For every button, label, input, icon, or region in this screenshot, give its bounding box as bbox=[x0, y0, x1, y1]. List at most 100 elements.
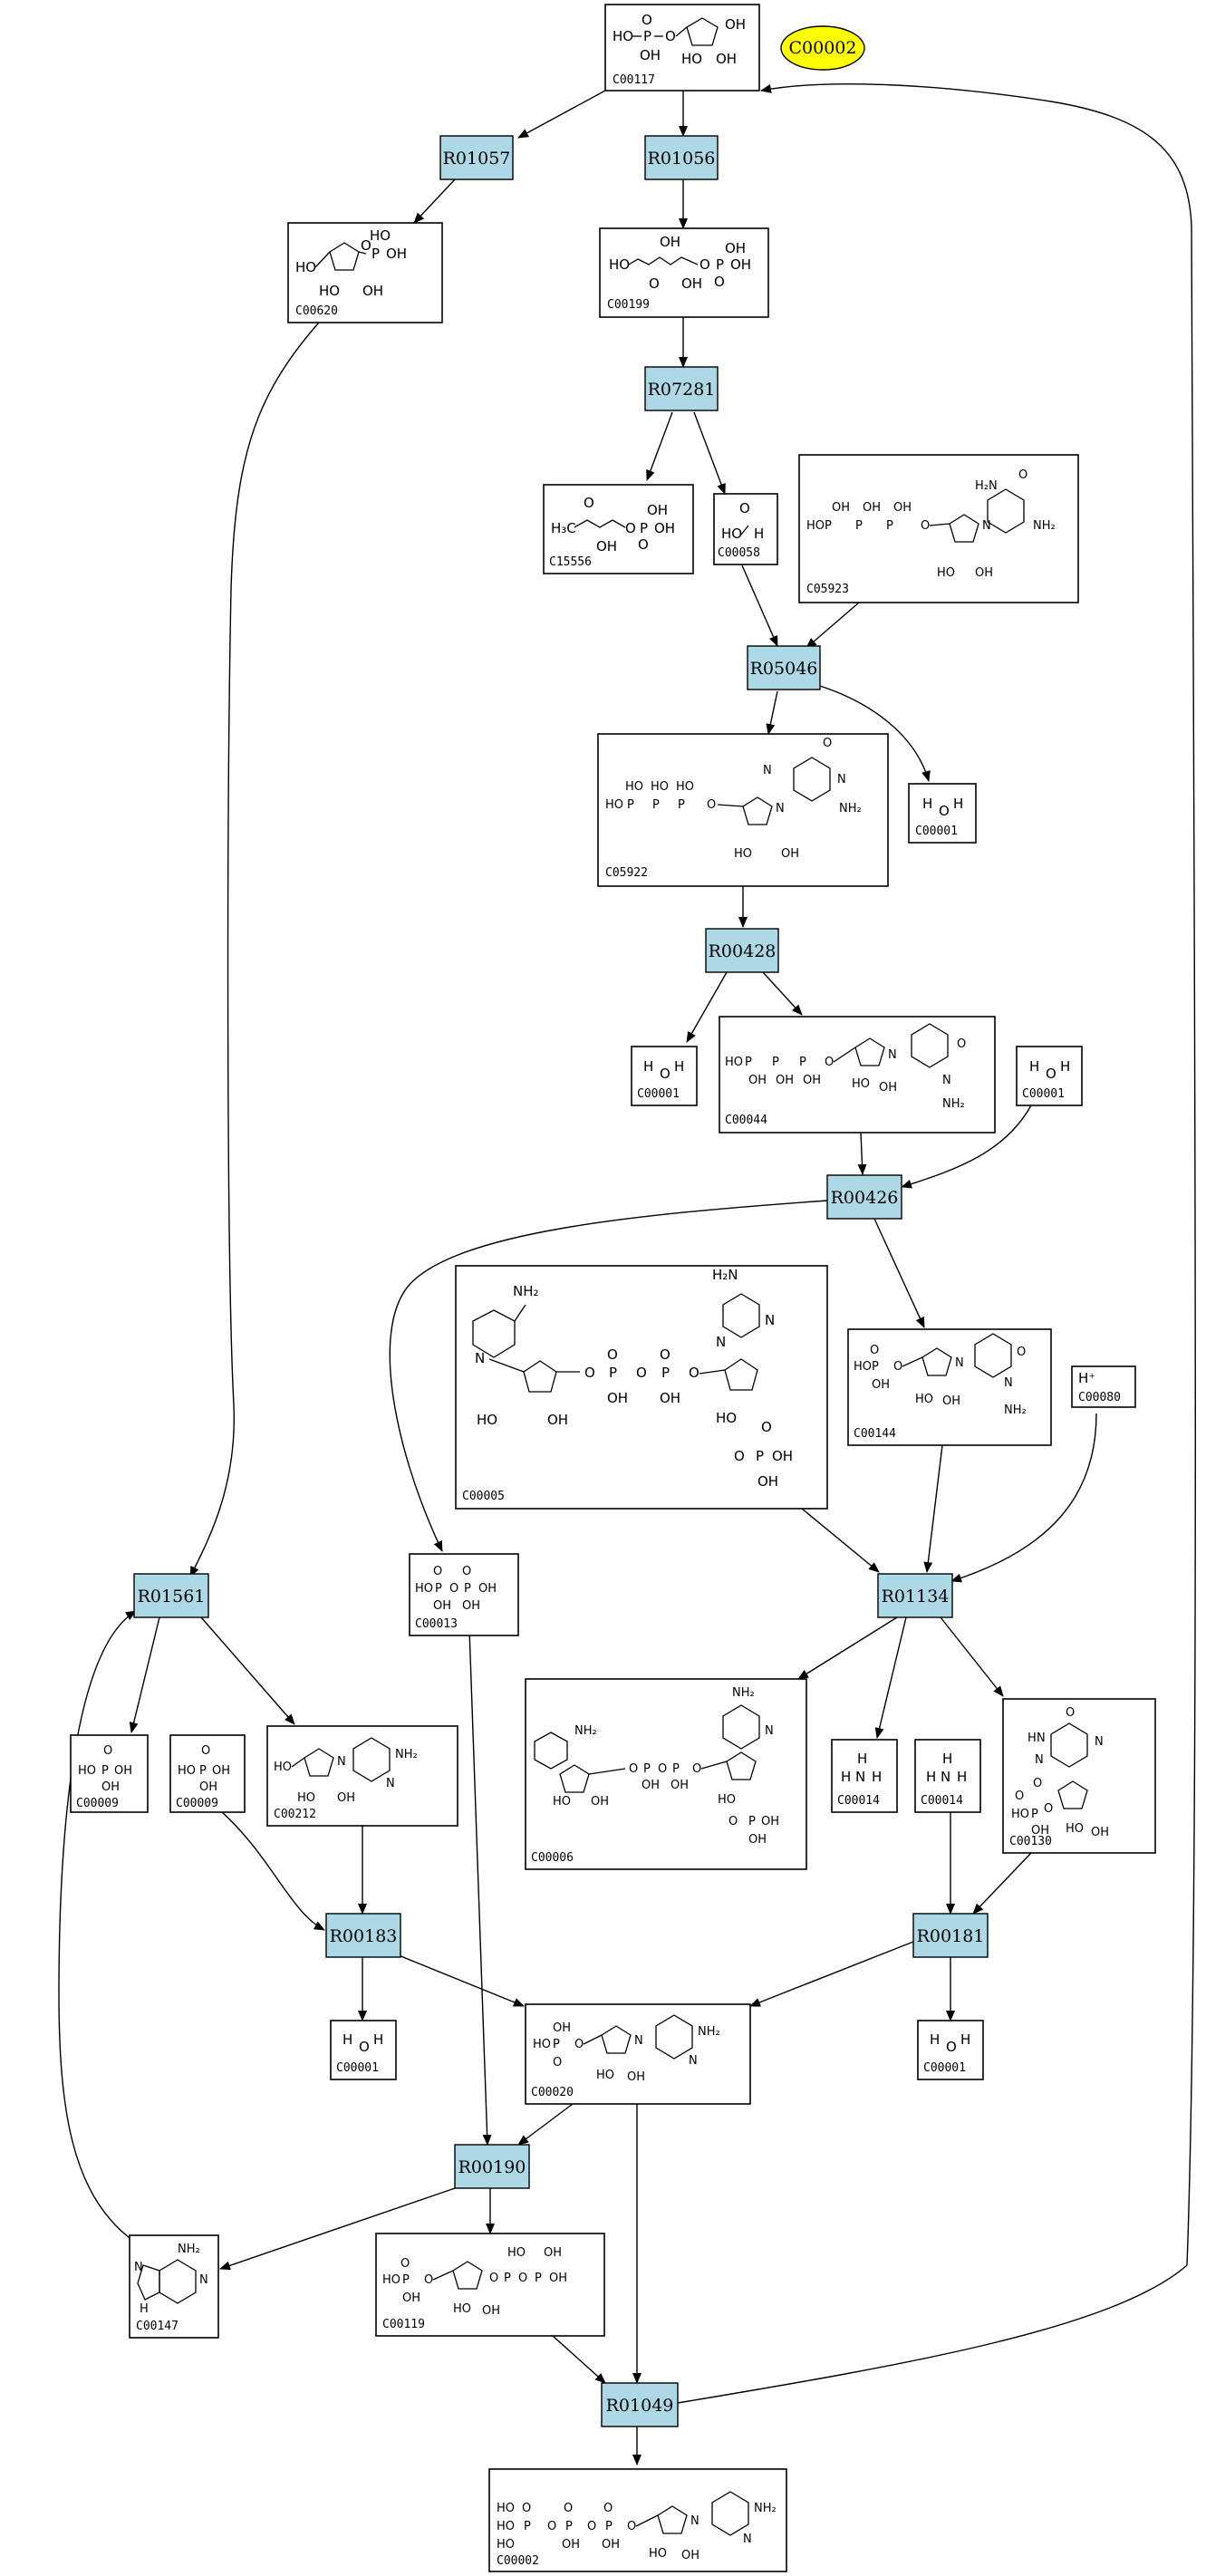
svg-text:OH: OH bbox=[832, 501, 850, 515]
reaction-R01049[interactable]: R01049 bbox=[601, 2382, 679, 2427]
reaction-R01056[interactable]: R01056 bbox=[644, 135, 719, 180]
reaction-R01561[interactable]: R01561 bbox=[133, 1573, 209, 1618]
svg-text:P: P bbox=[772, 1056, 779, 1069]
svg-text:P: P bbox=[1031, 1808, 1038, 1821]
svg-text:P: P bbox=[199, 1764, 207, 1778]
compound-C00001[interactable]: H O H C00001 bbox=[908, 783, 977, 844]
compound-C00006[interactable]: NH₂ O P O P OH OH O NH₂ N HO OH HO P O O… bbox=[525, 1678, 807, 1870]
compound-C00044[interactable]: HO P OH P OH P OH O N O N NH₂ HO OH C000… bbox=[719, 1016, 996, 1134]
compound-C00119[interactable]: HO P O OH O O P HO O P OH OH HO OH C0011… bbox=[375, 2233, 605, 2337]
svg-text:OH: OH bbox=[482, 2304, 500, 2318]
svg-text:C00001: C00001 bbox=[1022, 1087, 1065, 1101]
svg-text:C00144: C00144 bbox=[854, 1427, 896, 1441]
svg-text:O: O bbox=[449, 1582, 458, 1596]
svg-text:H: H bbox=[373, 2031, 383, 2048]
compound-C00058[interactable]: O HO H C00058 bbox=[713, 493, 778, 565]
reaction-R00426[interactable]: R00426 bbox=[826, 1174, 902, 1220]
svg-text:O: O bbox=[739, 500, 750, 516]
compound-C00001[interactable]: H O H C00001 bbox=[917, 2020, 984, 2080]
compound-C00199[interactable]: HO O OH OH O P OH OH O C00199 bbox=[599, 227, 769, 318]
svg-text:O: O bbox=[1015, 1790, 1024, 1803]
compound-C00001[interactable]: H O H C00001 bbox=[631, 1046, 698, 1106]
svg-text:HO: HO bbox=[319, 283, 340, 299]
compound-C00144[interactable]: HO P O OH O N O N NH₂ HO OH C00144 bbox=[847, 1328, 1052, 1446]
title-badge[interactable]: C00002 bbox=[780, 25, 865, 71]
compound-C00020[interactable]: HO P OH O O N NH₂ N HO OH C00020 bbox=[525, 2003, 751, 2105]
svg-text:N: N bbox=[716, 1334, 726, 1350]
svg-text:NH₂: NH₂ bbox=[754, 2502, 777, 2515]
svg-text:O: O bbox=[870, 1344, 879, 1357]
edge bbox=[940, 1616, 1004, 1697]
compound-C00117[interactable]: HO P O OH O OH HO OH C00117 bbox=[604, 4, 760, 92]
compound-C00005[interactable]: NH₂ N O P O OH O P O OH O H₂N N N HO OH … bbox=[455, 1265, 828, 1510]
svg-text:P: P bbox=[872, 1360, 879, 1374]
svg-text:OH: OH bbox=[725, 16, 746, 33]
svg-text:OH: OH bbox=[781, 847, 799, 861]
svg-text:P: P bbox=[371, 246, 380, 262]
svg-text:O: O bbox=[728, 1815, 738, 1828]
compound-C00080[interactable]: H⁺ C00080 bbox=[1071, 1365, 1136, 1408]
svg-text:O: O bbox=[734, 1448, 745, 1464]
compound-C00009[interactable]: O HO P OH OH C00009 bbox=[169, 1734, 246, 1813]
svg-text:OH: OH bbox=[433, 1599, 451, 1613]
svg-text:C00119: C00119 bbox=[382, 2318, 425, 2331]
compound-C00001[interactable]: H O H C00001 bbox=[330, 2020, 397, 2080]
svg-text:H: H bbox=[872, 1769, 882, 1785]
compound-C00620[interactable]: HO O P HO OH HO OH C00620 bbox=[287, 222, 443, 323]
compound-C00212[interactable]: HO N NH₂ N HO OH C00212 bbox=[266, 1725, 458, 1827]
svg-text:O: O bbox=[660, 1066, 671, 1082]
compound-C00009[interactable]: O HO P OH OH C00009 bbox=[70, 1734, 149, 1813]
compound-C00130[interactable]: O H N N N O O HO P O OH HO OH C00130 bbox=[1002, 1698, 1156, 1854]
reaction-R07281[interactable]: R07281 bbox=[644, 366, 719, 411]
reaction-R00183[interactable]: R00183 bbox=[325, 1913, 401, 1958]
svg-text:O: O bbox=[587, 2520, 596, 2533]
svg-text:O: O bbox=[1017, 1346, 1026, 1359]
edge bbox=[189, 294, 345, 1577]
svg-text:O: O bbox=[761, 1419, 772, 1435]
svg-text:H: H bbox=[643, 1058, 653, 1075]
svg-text:H: H bbox=[926, 1769, 936, 1785]
svg-text:O: O bbox=[893, 1360, 902, 1374]
svg-text:O: O bbox=[957, 1037, 966, 1051]
svg-text:OH: OH bbox=[549, 2272, 567, 2285]
svg-text:O: O bbox=[642, 12, 652, 28]
svg-text:H: H bbox=[841, 1769, 851, 1785]
svg-text:N: N bbox=[634, 2034, 643, 2048]
compound-C00147[interactable]: NH₂ N H N C00147 bbox=[129, 2234, 219, 2339]
svg-text:H: H bbox=[1060, 1058, 1070, 1075]
compound-C05923[interactable]: HO P OH P OH P OH O N H₂N O NH₂ HO OH C0… bbox=[798, 454, 1079, 603]
svg-text:H: H bbox=[960, 2031, 970, 2048]
svg-text:R05046: R05046 bbox=[750, 659, 818, 679]
svg-text:OH: OH bbox=[114, 1764, 132, 1778]
compound-C15556[interactable]: H₃C O OH O P OH OH O C15556 bbox=[543, 484, 694, 574]
compound-C00001[interactable]: H O H C00001 bbox=[1016, 1046, 1083, 1106]
reaction-R01134[interactable]: R01134 bbox=[877, 1573, 953, 1618]
svg-text:OH: OH bbox=[402, 2291, 420, 2305]
reaction-R05046[interactable]: R05046 bbox=[747, 645, 821, 690]
reaction-R00428[interactable]: R00428 bbox=[705, 928, 779, 973]
reaction-R00181[interactable]: R00181 bbox=[912, 1913, 989, 1958]
compound-C00014[interactable]: H H N H C00014 bbox=[831, 1739, 898, 1813]
svg-text:P: P bbox=[101, 1764, 109, 1778]
svg-text:HO: HO bbox=[497, 2538, 515, 2552]
reaction-R01057[interactable]: R01057 bbox=[439, 135, 514, 180]
compound-C00013[interactable]: HO P O OH O P O OH OH C00013 bbox=[409, 1553, 519, 1636]
compound-C00002[interactable]: HO HO HO P O O P O OH O P O OH O N NH₂ N… bbox=[488, 2468, 787, 2572]
svg-text:HO: HO bbox=[497, 2502, 515, 2515]
svg-text:HO: HO bbox=[497, 2520, 515, 2533]
svg-text:C00020: C00020 bbox=[531, 2086, 574, 2099]
svg-text:C05922: C05922 bbox=[605, 866, 648, 880]
svg-text:O: O bbox=[584, 1365, 595, 1381]
edge bbox=[677, 82, 1196, 2404]
svg-text:N: N bbox=[765, 1312, 775, 1328]
reaction-R00190[interactable]: R00190 bbox=[454, 2144, 530, 2189]
svg-text:O: O bbox=[603, 2502, 613, 2515]
compound-C00014[interactable]: H H N H C00014 bbox=[914, 1739, 981, 1813]
edge bbox=[517, 90, 606, 139]
svg-text:O: O bbox=[689, 1365, 699, 1381]
compound-C05922[interactable]: HO P HO P HO P HO O N N O N NH₂ HO OH C0… bbox=[597, 733, 889, 887]
svg-text:O: O bbox=[1018, 468, 1028, 482]
edge bbox=[517, 2103, 574, 2146]
svg-text:HO: HO bbox=[613, 28, 633, 44]
